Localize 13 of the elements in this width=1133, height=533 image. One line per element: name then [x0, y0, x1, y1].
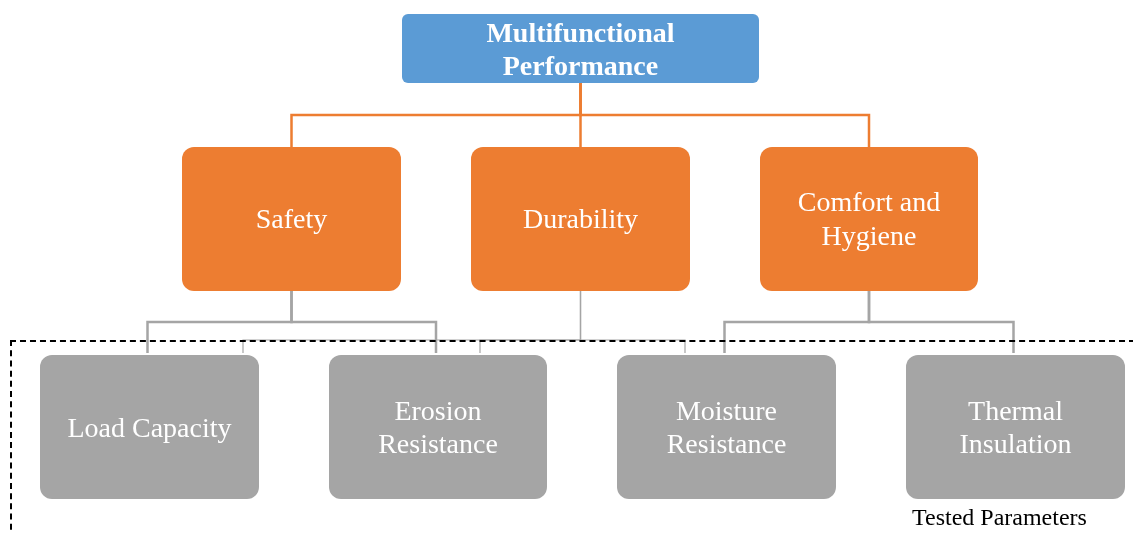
category-box: Safety [182, 147, 401, 291]
category-box: Comfort and Hygiene [760, 147, 978, 291]
parameter-box: Thermal Insulation [906, 355, 1125, 499]
root-box: Multifunctional Performance [402, 14, 759, 83]
connector-line [290, 291, 438, 353]
connector-line [867, 291, 1015, 353]
connector-line [579, 83, 871, 147]
parameter-box: Moisture Resistance [617, 355, 836, 499]
category-box: Durability [471, 147, 690, 291]
parameter-box: Erosion Resistance [329, 355, 547, 499]
connector-line [579, 290, 686, 354]
group-label: Tested Parameters [912, 503, 1087, 531]
parameter-box: Load Capacity [40, 355, 259, 499]
